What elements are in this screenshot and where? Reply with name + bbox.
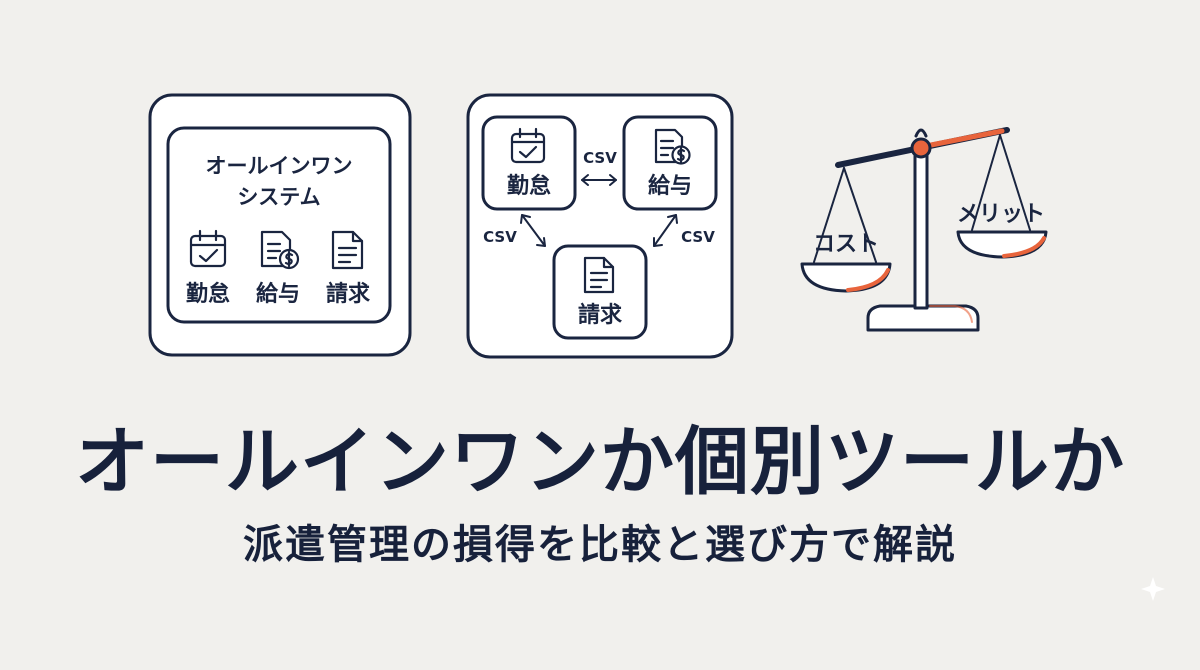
- all-in-one-title-line1: オールインワン: [205, 154, 353, 178]
- module-label-payroll: 給与: [647, 174, 692, 199]
- csv-label-left: CSV: [483, 228, 517, 246]
- balance-scale-icon: [800, 127, 1048, 332]
- document-icon: [583, 256, 615, 294]
- scale-label-cost: コスト: [812, 232, 879, 257]
- csv-label-right: CSV: [681, 228, 715, 246]
- module-label-billing: 請求: [325, 282, 370, 307]
- module-label-attendance: 勤怠: [185, 282, 230, 307]
- module-label-billing: 請求: [577, 303, 622, 328]
- sparkle-icon: [1141, 577, 1165, 601]
- payroll-document-icon: [654, 128, 691, 165]
- document-icon: [331, 230, 364, 270]
- scale-label-merit: メリット: [956, 202, 1045, 227]
- calendar-check-icon: [510, 127, 546, 164]
- page-title: オールインワンか個別ツールか: [75, 419, 1125, 505]
- all-in-one-inner-frame: [166, 126, 392, 324]
- csv-label-top: CSV: [583, 149, 617, 167]
- module-label-attendance: 勤怠: [506, 174, 551, 199]
- payroll-document-icon: [260, 230, 300, 270]
- calendar-check-icon: [189, 229, 227, 268]
- all-in-one-title-line2: システム: [237, 185, 321, 209]
- csv-link-arrows: [520, 174, 678, 247]
- page-subtitle: 派遣管理の損得を比較と選び方で解説: [243, 522, 957, 568]
- module-label-payroll: 給与: [255, 282, 300, 307]
